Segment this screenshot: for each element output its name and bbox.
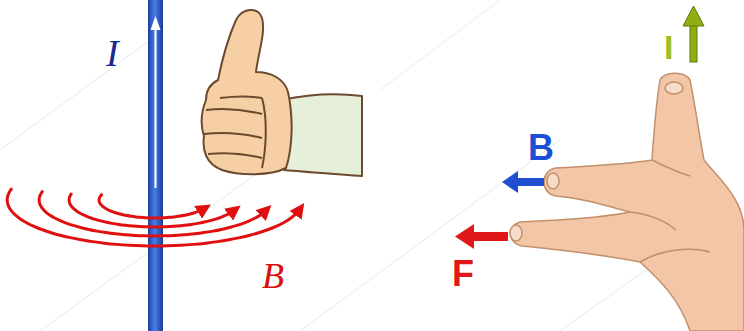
force-vector [455, 224, 508, 249]
field-line [7, 188, 301, 246]
vector-head [455, 224, 474, 249]
field-vector [502, 171, 544, 193]
current-label: I [664, 30, 673, 64]
vector-shaft [690, 24, 697, 62]
field-line [69, 193, 236, 227]
vector-head [502, 171, 518, 193]
finger-crease [208, 153, 262, 158]
finger-crease [204, 133, 262, 138]
vector-shaft [516, 178, 544, 186]
finger-crease [206, 109, 262, 114]
finger-fold [640, 249, 710, 262]
current-wire [148, 0, 163, 331]
hand-shape [510, 73, 744, 331]
vector-shaft [472, 232, 508, 241]
fingernail [510, 225, 522, 241]
fingernail [547, 173, 559, 189]
current-label: I [106, 34, 119, 72]
field-label: B [528, 130, 554, 166]
magnetic-field-lines [7, 188, 301, 246]
right-hand [510, 73, 744, 331]
vector-head [683, 6, 704, 26]
finger-fold [652, 160, 690, 176]
finger-crease [220, 97, 262, 99]
current-arrow [155, 26, 157, 188]
current-vector [683, 6, 704, 62]
knuckle-line [262, 98, 266, 168]
sleeve [282, 94, 362, 176]
finger-fold [630, 212, 676, 230]
field-label: B [262, 258, 284, 294]
force-label: F [452, 256, 474, 292]
fist [202, 10, 292, 174]
field-line [99, 194, 206, 218]
current-arrow-head [151, 16, 161, 30]
thumbnail [665, 82, 683, 94]
thumbs-up-hand [202, 10, 362, 176]
field-line [39, 191, 267, 236]
